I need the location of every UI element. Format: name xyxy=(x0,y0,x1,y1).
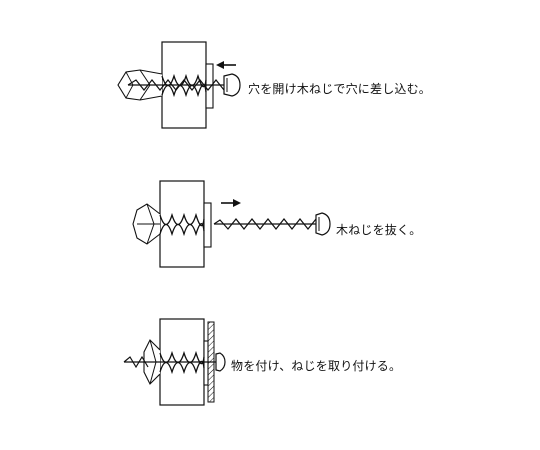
step-3-anchor-coil xyxy=(159,350,205,365)
step-1-arrow-left-icon xyxy=(216,61,236,69)
step-2-screw-removed xyxy=(213,212,331,236)
step-2-anchor-coil xyxy=(159,212,205,227)
step-3-illustration xyxy=(123,318,226,406)
step-3-screw xyxy=(123,352,226,372)
step-2-anchor-flange xyxy=(203,202,212,248)
step-2-caption: 木ねじを抜く。 xyxy=(336,223,422,237)
step-1-anchor-flange xyxy=(205,63,214,109)
step-1-illustration xyxy=(117,41,241,129)
step-3-caption: 物を付け、ねじを取り付ける。 xyxy=(231,359,402,373)
step-2-arrow-right-icon xyxy=(221,199,241,207)
step-1-caption: 穴を開け木ねじで穴に差し込む。 xyxy=(248,82,432,96)
step-1-anchor-coil xyxy=(161,73,207,88)
step-2-illustration xyxy=(132,180,331,268)
